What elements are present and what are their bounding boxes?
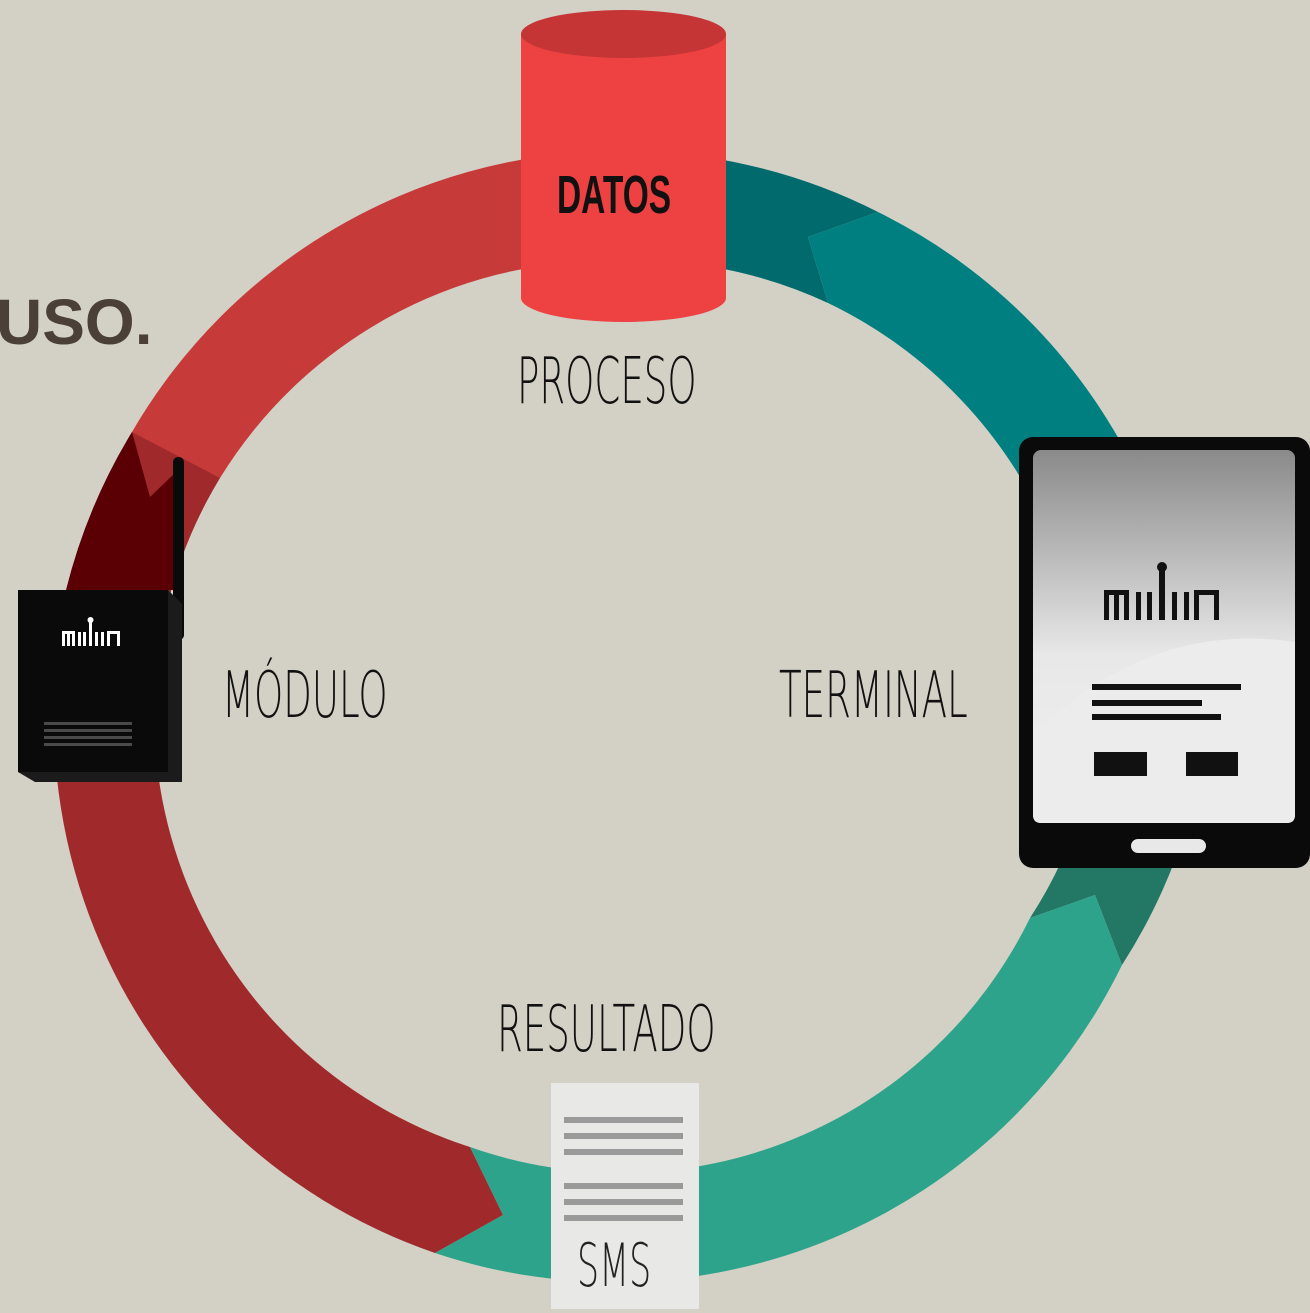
brand-logo-icon xyxy=(1104,562,1219,620)
page-title-fragment: USO. xyxy=(0,286,153,358)
datos-label: DATOS xyxy=(557,165,672,225)
sms-label: SMS xyxy=(577,1231,652,1301)
tablet-terminal-icon xyxy=(1019,437,1310,868)
ring-arrowhead-red xyxy=(66,432,178,590)
ring-segment-red-top xyxy=(132,151,612,497)
proceso-label: PROCESO xyxy=(517,345,697,419)
modulo-label: MÓDULO xyxy=(222,659,388,733)
terminal-label: TERMINAL xyxy=(779,659,968,733)
ring-segment-red-left xyxy=(53,432,503,1253)
ring-arrowhead-teal xyxy=(1030,860,1175,965)
resultado-label: RESULTADO xyxy=(497,993,716,1067)
ring-segment-teal-bottom xyxy=(435,895,1122,1283)
database-cylinder-icon xyxy=(521,10,726,322)
gsm-module-icon xyxy=(18,457,184,782)
sms-document-icon xyxy=(551,1083,699,1309)
